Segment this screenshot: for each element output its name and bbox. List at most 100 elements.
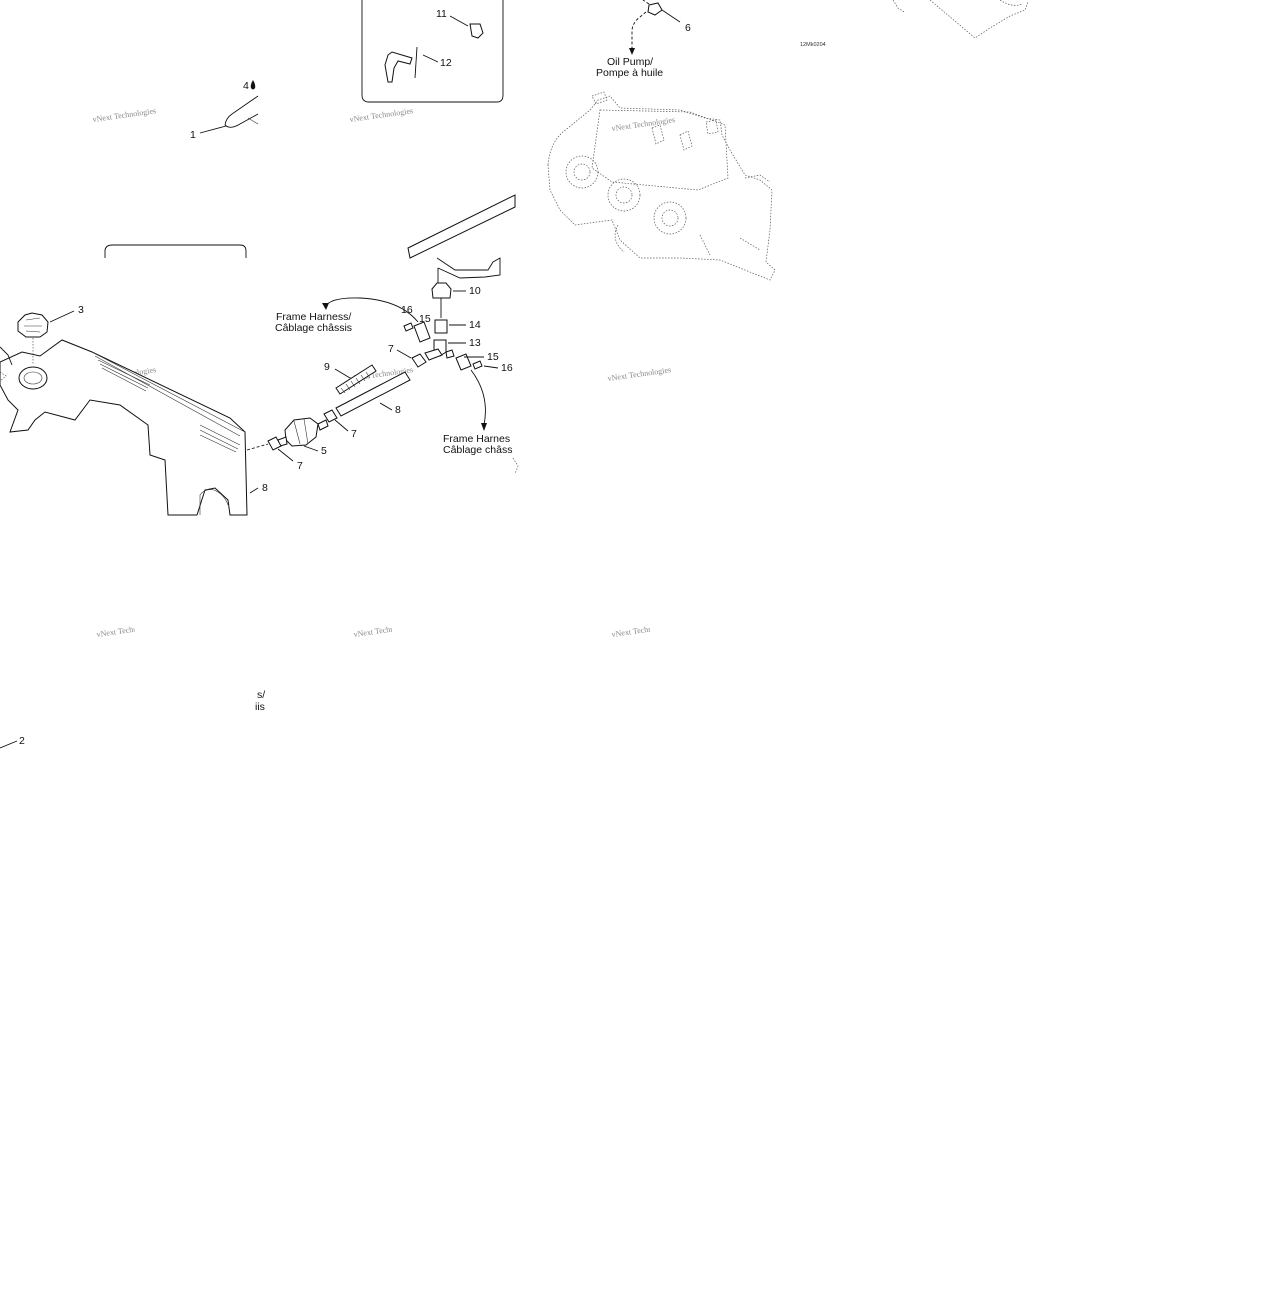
fuel-cap-ridges bbox=[24, 317, 42, 333]
engine-cylinder-3-inner bbox=[661, 209, 679, 227]
watermark-6: vNext Technologies bbox=[607, 365, 672, 383]
tank-guard-outline bbox=[104, 244, 247, 258]
tee-branch bbox=[424, 348, 443, 361]
fitting-part-6 bbox=[647, 2, 663, 16]
leader-6 bbox=[661, 9, 681, 23]
callout-11: 11 bbox=[436, 8, 447, 20]
engine-fragment-detail bbox=[999, 0, 1023, 6]
leader-11 bbox=[449, 15, 469, 27]
tee-branch-right bbox=[445, 349, 455, 359]
filter-bands bbox=[293, 418, 309, 445]
callout-14: 14 bbox=[469, 319, 481, 331]
fuel-tank-grip-right bbox=[199, 424, 241, 453]
callout-16-upper: 16 bbox=[401, 304, 413, 316]
engine-block-outline bbox=[547, 95, 776, 281]
oil-pump-label-fr: Pompe à huile bbox=[596, 67, 663, 79]
diagram-code: 12Mk0204 bbox=[800, 42, 826, 48]
engine-lower-details bbox=[614, 224, 761, 256]
callout-9: 9 bbox=[324, 361, 330, 373]
frame-harness-c-fr: iis bbox=[255, 701, 265, 713]
rod-upper bbox=[407, 194, 516, 259]
watermarks: vNext Technologies vNext Technologies vN… bbox=[92, 106, 676, 639]
callout-7-upper: 7 bbox=[388, 343, 394, 355]
callout-15-lower: 15 bbox=[487, 351, 499, 363]
leader-16-right bbox=[483, 365, 499, 369]
callout-16-lower: 16 bbox=[501, 362, 513, 374]
filler-neck bbox=[18, 366, 48, 390]
bracket-part-12 bbox=[384, 51, 413, 83]
watermark-clip-9: vNext Technologies bbox=[611, 621, 676, 639]
callout-7-lower: 7 bbox=[297, 460, 303, 472]
filter-part-5 bbox=[284, 417, 319, 447]
fuel-tank-ridge bbox=[91, 351, 246, 437]
frame-harness-b-fr: Câblage châss bbox=[443, 444, 512, 456]
leader-7-middle bbox=[334, 419, 349, 432]
leader-5 bbox=[303, 445, 319, 452]
filler-neck-inner bbox=[23, 371, 43, 385]
watermark-1: vNext Technologies bbox=[92, 106, 157, 124]
engine-illustration bbox=[547, 91, 776, 281]
leader-7-lower bbox=[277, 448, 294, 462]
oil-hose-dashed bbox=[631, 0, 650, 50]
callout-4: 4 bbox=[243, 80, 249, 92]
callout-numbers: 11 12 6 4 1 3 10 16 15 14 13 7 15 16 9 8… bbox=[19, 8, 691, 747]
pin-part-12 bbox=[414, 46, 418, 79]
leader-2 bbox=[0, 740, 18, 749]
inset-frame bbox=[361, 0, 504, 103]
top-left-parts bbox=[199, 80, 259, 134]
watermark-clip-8: vNext Technologies bbox=[353, 621, 396, 639]
sleeve-part-14 bbox=[434, 319, 448, 334]
watermark-9: vNext Technologies bbox=[611, 621, 676, 639]
hose-part-8-upper bbox=[335, 371, 411, 417]
oil-drop-icon bbox=[250, 80, 256, 90]
callout-5: 5 bbox=[321, 445, 327, 457]
callout-10: 10 bbox=[469, 285, 481, 297]
leader-tank-left bbox=[0, 346, 13, 366]
connector-part-15-right bbox=[455, 353, 472, 371]
callout-12: 12 bbox=[440, 57, 452, 69]
watermark-3: vNext Technologies bbox=[611, 115, 676, 133]
callout-15-upper: 15 bbox=[419, 313, 431, 325]
engine-fragment-top-right bbox=[892, 0, 1029, 39]
engine-fittings bbox=[651, 119, 719, 151]
frame-harness-a-en: Frame Harness/ bbox=[276, 311, 351, 323]
callout-8-upper: 8 bbox=[395, 404, 401, 416]
tank-outlet-dash bbox=[246, 443, 269, 451]
engine-cylinder-1 bbox=[565, 155, 599, 189]
engine-cylinder-2 bbox=[607, 178, 641, 212]
engine-cylinder-2-inner bbox=[615, 186, 633, 204]
pin-part-16-right bbox=[472, 360, 483, 370]
oil-pump-arrow bbox=[629, 48, 635, 55]
oil-pump-connection: 12Mk0204 bbox=[629, 0, 826, 55]
harness-wire-lower bbox=[470, 369, 486, 426]
oil-pump-label-en: Oil Pump/ bbox=[607, 56, 653, 68]
pin-part-16-left bbox=[403, 322, 414, 332]
part-1-outline-bottom bbox=[224, 113, 259, 128]
engine-cylinder-3 bbox=[653, 201, 687, 235]
callout-6: 6 bbox=[685, 22, 691, 34]
fuel-line-assembly bbox=[246, 194, 519, 494]
bracket-upper bbox=[436, 257, 501, 279]
engine-cylinder-1-inner bbox=[573, 163, 591, 181]
leader-8-upper bbox=[379, 402, 393, 411]
clamp-part-7-upper bbox=[411, 353, 427, 368]
clip-part-11 bbox=[469, 23, 484, 39]
watermark-7: vNext Technologies bbox=[96, 621, 161, 639]
frame-harness-c-en: s/ bbox=[257, 689, 265, 701]
clamp-part-7-lower bbox=[267, 436, 282, 451]
leader-9 bbox=[334, 368, 351, 379]
harness-arrow-lower bbox=[481, 423, 487, 431]
text-labels: Oil Pump/ Pompe à huile Frame Harness/ C… bbox=[255, 56, 663, 713]
frame-harness-a-fr: Câblage châssis bbox=[275, 322, 352, 334]
clamp-part-7-middle bbox=[323, 409, 338, 423]
harness-fragment-right bbox=[512, 457, 519, 475]
leader-3 bbox=[49, 310, 75, 323]
connector-part-15-left bbox=[413, 321, 431, 343]
callout-13: 13 bbox=[469, 337, 481, 349]
fuel-tank bbox=[0, 339, 248, 516]
harness-wire-upper bbox=[324, 297, 419, 323]
spring-coils bbox=[340, 371, 371, 394]
part-1-edge bbox=[247, 117, 259, 125]
